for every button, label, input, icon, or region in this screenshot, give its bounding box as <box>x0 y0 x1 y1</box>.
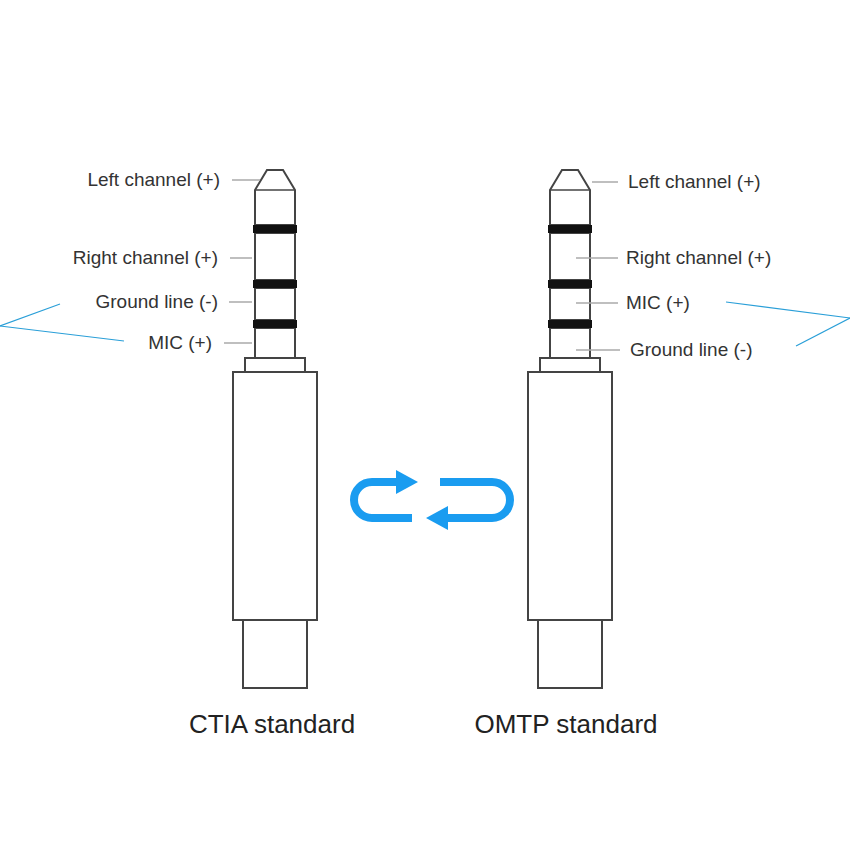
pin-label: Ground line (-) <box>628 339 755 362</box>
leader-lines <box>224 180 620 350</box>
pin-label: Ground line (-) <box>94 291 221 314</box>
omtp-plug <box>528 170 612 688</box>
pin-label: MIC (+) <box>624 292 692 315</box>
pin-label: Right channel (+) <box>71 247 220 270</box>
pin-label: Left channel (+) <box>85 169 222 192</box>
standard-caption: OMTP standard <box>474 709 657 740</box>
pin-label: MIC (+) <box>146 332 214 355</box>
pin-label: Right channel (+) <box>624 247 773 270</box>
ctia-plug <box>233 170 317 688</box>
standard-caption: CTIA standard <box>189 709 355 740</box>
swap-arrows <box>354 470 510 530</box>
pin-label: Left channel (+) <box>626 171 763 194</box>
